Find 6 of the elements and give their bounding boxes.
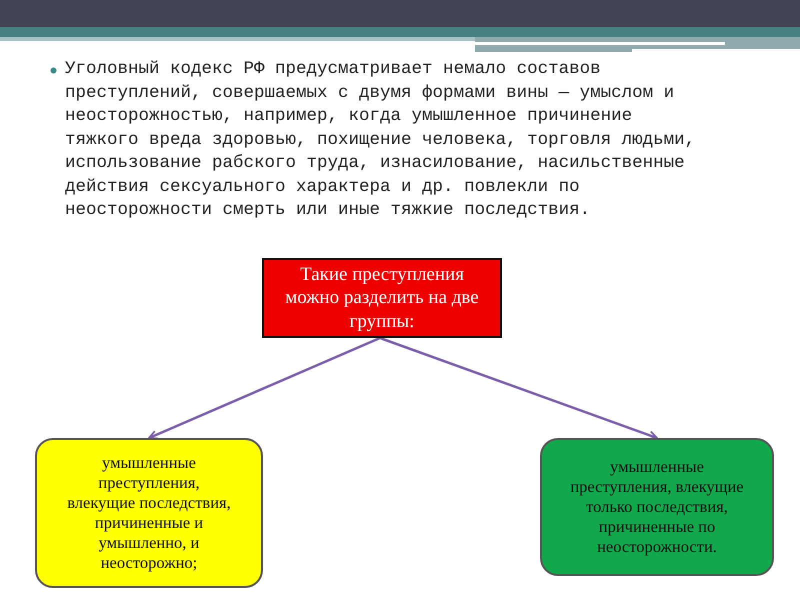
rounded-box: умышленные преступления, влекущие последствия, причиненные и умышленно, и неосторожно; [35,438,263,588]
process-box: Такие преступления можно разделить на две группы: [262,258,502,338]
paragraph: Уголовный кодекс РФ предусматривает немало составов преступлений, совершаемых с двумя формами вины — умыслом и неосторожностью, например, когда умышленное причинение тяжкого вреда здоровью, похищение человека, торговля людьми, использование рабского труда, изнасилование, насильственные действия сексуального характера и др. повлекли по неосторожности смерть или иные тяжкие последствия. [65,58,696,222]
arrow [148,336,380,440]
rounded-box: умышленные преступления, влекущие только последствия, причиненные по неосторожности. [540,438,774,576]
arrow [380,336,658,440]
